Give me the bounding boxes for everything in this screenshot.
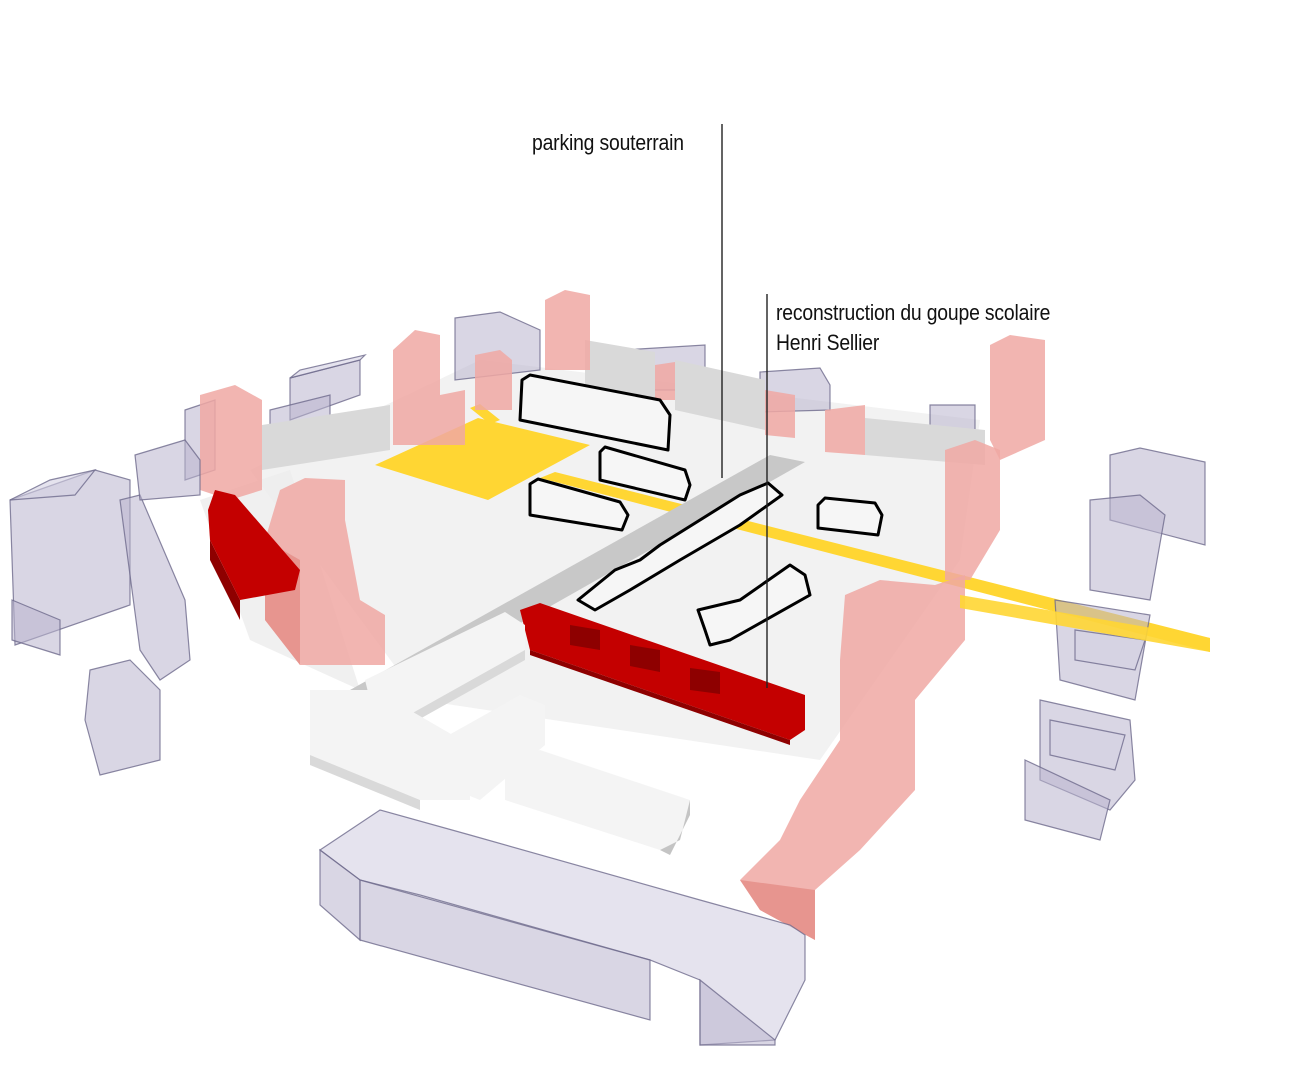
leader-lines [721, 124, 768, 688]
label-school-line2: Henri Sellier [776, 330, 880, 355]
existing-buildings-east [1024, 447, 1206, 841]
label-parking-souterrain: parking souterrain [532, 130, 684, 155]
new-building-south [520, 603, 805, 745]
yellow-public-square [375, 418, 590, 500]
retained-housing-east [740, 335, 1045, 940]
school-buildings [518, 373, 884, 647]
new-building-west [208, 490, 300, 620]
label-groupe-scolaire: reconstruction du goupe scolaire Henri S… [776, 298, 1050, 358]
existing-white-south [310, 612, 690, 855]
yellow-path-east [960, 595, 1210, 652]
retained-housing-north [393, 290, 865, 455]
label-school-line1: reconstruction du goupe scolaire [776, 300, 1051, 325]
existing-buildings-west [9, 439, 201, 776]
existing-buildings-south [318, 809, 806, 1046]
